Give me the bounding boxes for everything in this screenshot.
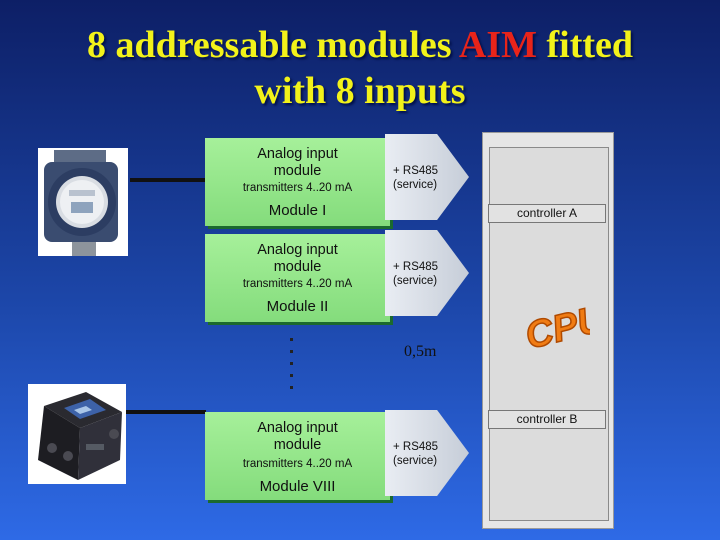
rs485-arrow-3: + RS485 (service)	[385, 410, 469, 496]
cpu-logo: CPU	[521, 296, 590, 358]
distance-label: 0,5m	[404, 343, 437, 360]
transmitter-box-image	[28, 384, 126, 484]
module-2: Analog input module transmitters 4..20 m…	[205, 234, 390, 322]
module-8: Analog input module transmitters 4..20 m…	[205, 412, 390, 500]
slide-title: 8 addressable modules AIM fitted with 8 …	[0, 22, 720, 114]
module-2-name: Module II	[266, 298, 329, 315]
ellipsis-dots	[288, 338, 296, 402]
cpu-logo-text: CPU	[521, 297, 590, 358]
rs485-label-1: + RS485 (service)	[393, 165, 439, 191]
title-text-post: fitted	[537, 24, 634, 66]
module-1-transmitters: transmitters 4..20 mA	[242, 182, 353, 194]
cable-device-2	[126, 410, 206, 414]
module-8-name: Module VIII	[259, 478, 336, 495]
rs485-label-2: + RS485 (service)	[393, 261, 439, 287]
rs485-label-3: + RS485 (service)	[393, 441, 439, 467]
title-text-pre: 8 addressable modules	[86, 24, 459, 66]
module-1-name: Module I	[268, 202, 327, 219]
module-1-input-label: Analog input module	[257, 146, 338, 179]
rs485-arrow-2: + RS485 (service)	[385, 230, 469, 316]
module-1: Analog input module transmitters 4..20 m…	[205, 138, 390, 226]
module-2-transmitters: transmitters 4..20 mA	[242, 278, 353, 290]
title-line-2: with 8 inputs	[254, 70, 466, 112]
module-8-transmitters: transmitters 4..20 mA	[242, 458, 353, 470]
title-highlight-aim: AIM	[458, 24, 538, 66]
module-2-input-label: Analog input module	[257, 242, 338, 275]
module-8-input-label: Analog input module	[257, 420, 338, 453]
title-line-1: 8 addressable modules AIM fitted	[0, 22, 720, 68]
controller-b: controller B	[488, 410, 606, 429]
gas-detector-image	[38, 148, 128, 256]
rs485-arrow-1: + RS485 (service)	[385, 134, 469, 220]
cable-device-1	[130, 178, 206, 182]
controller-a: controller A	[488, 204, 606, 223]
